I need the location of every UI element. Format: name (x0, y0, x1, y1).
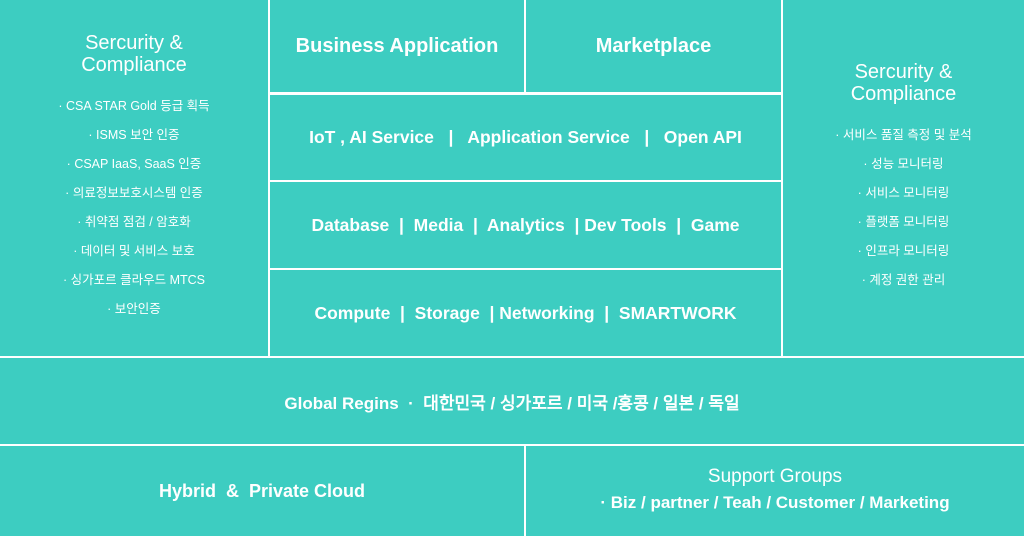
global-regions-bar: Global Regins · 대한민국 / 싱가포르 / 미국 /홍콩 / 일… (0, 358, 1024, 444)
right-panel-title-line1: Sercurity & (854, 61, 953, 83)
right-panel-item: 서비스 모니터링 (835, 179, 972, 208)
left-panel-title-line1: Sercurity & (85, 32, 183, 54)
left-panel-item: 취약점 점검 / 암호화 (58, 208, 209, 237)
business-application-box: Business Application (270, 0, 524, 92)
left-panel-item: 데이터 및 서비스 보호 (58, 237, 209, 266)
left-panel-title-line2: Compliance (81, 54, 187, 76)
data-services-label: Database | Media | Analytics | Dev Tools… (311, 214, 740, 235)
left-panel-item: 싱가포르 클라우드 MTCS (58, 266, 209, 295)
left-panel-list: CSA STAR Gold 등급 획득 ISMS 보안 인증 CSAP IaaS… (58, 92, 210, 324)
left-panel-item: ISMS 보안 인증 (58, 121, 209, 150)
data-services-layer: Database | Media | Analytics | Dev Tools… (270, 182, 781, 268)
left-panel-item: CSAP IaaS, SaaS 인증 (58, 150, 209, 179)
marketplace-label: Marketplace (595, 34, 712, 57)
left-security-panel: Sercurity & Compliance CSA STAR Gold 등급 … (0, 0, 268, 356)
left-panel-item: CSA STAR Gold 등급 획득 (58, 92, 210, 121)
marketplace-box: Marketplace (526, 0, 781, 92)
left-panel-title: Sercurity & Compliance (81, 32, 187, 76)
ai-services-layer: IoT , AI Service | Application Service |… (270, 95, 781, 180)
global-regions-label: Global Regins · 대한민국 / 싱가포르 / 미국 /홍콩 / 일… (284, 393, 740, 413)
infrastructure-label: Compute | Storage | Networking | SMARTWO… (314, 302, 737, 323)
hybrid-cloud-label: Hybrid & Private Cloud (158, 480, 366, 501)
support-groups-box: Support Groups · Biz / partner / Teah / … (526, 446, 1024, 536)
right-panel-item: 플랫폼 모니터링 (835, 208, 972, 237)
ai-services-label: IoT , AI Service | Application Service |… (309, 127, 742, 147)
right-panel-title: Sercurity & Compliance (851, 61, 957, 105)
left-panel-item: 의료정보보호시스템 인증 (58, 179, 209, 208)
right-panel-item: 서비스 품질 측정 및 분석 (835, 121, 972, 150)
business-application-label: Business Application (295, 34, 499, 57)
right-panel-item: 인프라 모니터링 (835, 237, 972, 266)
support-groups-title: Support Groups (707, 466, 843, 487)
left-panel-item: 보안인증 (58, 295, 209, 324)
infrastructure-layer: Compute | Storage | Networking | SMARTWO… (270, 270, 781, 356)
right-panel-title-line2: Compliance (850, 83, 957, 105)
support-groups-line: · Biz / partner / Teah / Customer / Mark… (600, 493, 950, 512)
right-panel-list: 서비스 품질 측정 및 분석 성능 모니터링 서비스 모니터링 플랫폼 모니터링… (835, 121, 972, 295)
right-panel-item: 계정 권한 관리 (835, 266, 972, 295)
right-security-panel: Sercurity & Compliance 서비스 품질 측정 및 분석 성능… (783, 0, 1024, 356)
hybrid-cloud-box: Hybrid & Private Cloud (0, 446, 524, 536)
right-panel-item: 성능 모니터링 (835, 150, 972, 179)
